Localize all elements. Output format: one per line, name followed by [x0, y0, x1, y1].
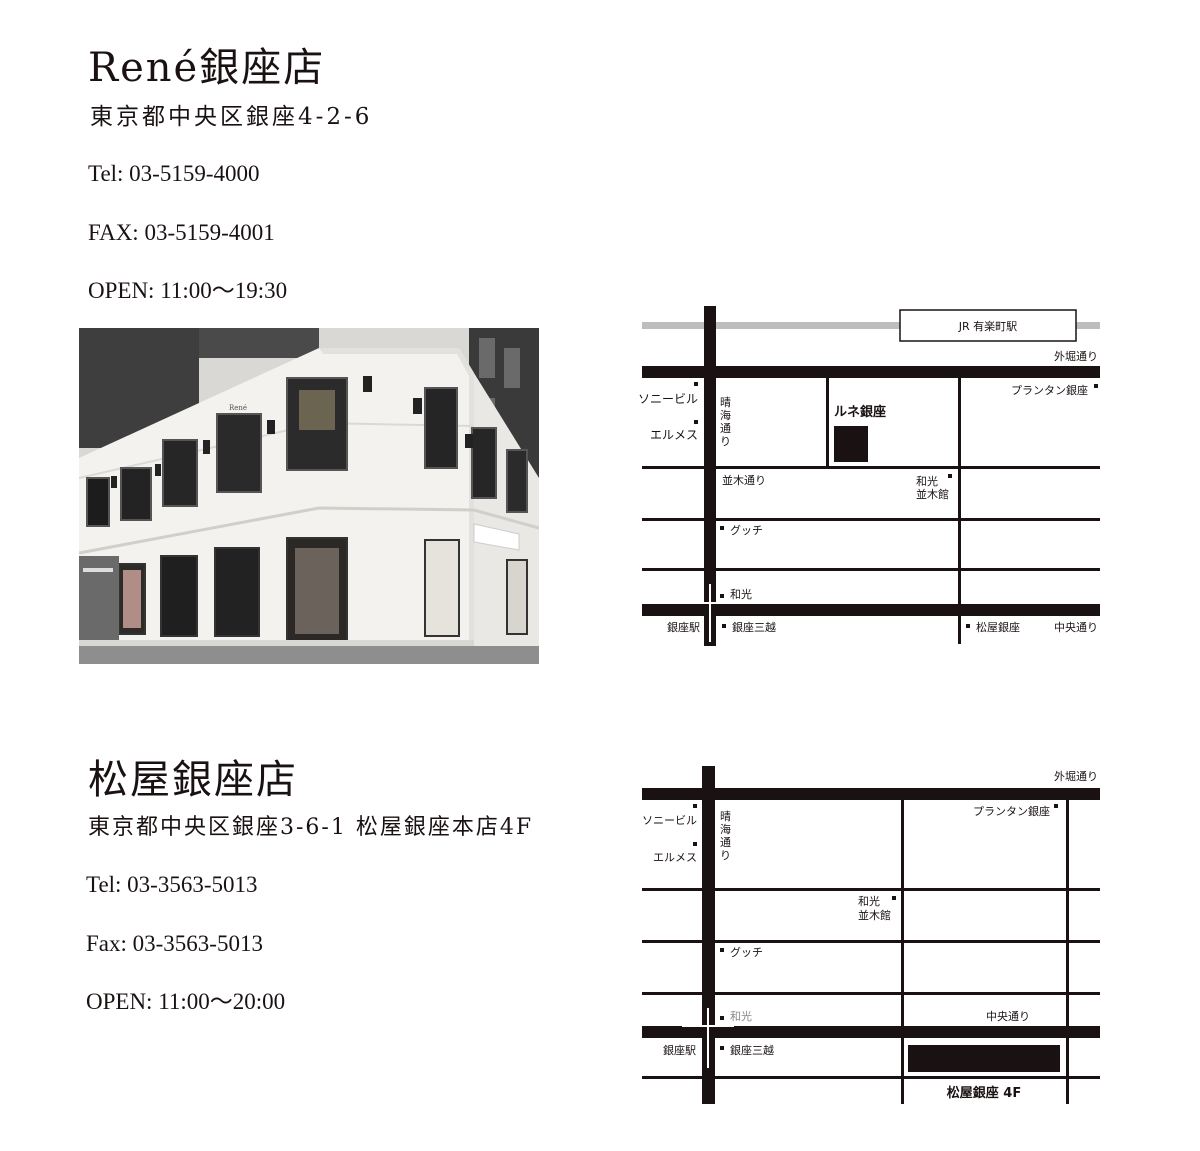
matsuya-store-title: 松屋銀座店 [88, 757, 298, 803]
matsuya-address: 東京都中央区銀座3-6-1 松屋銀座本店4F [88, 815, 534, 840]
matsuya-tel: Tel: 03-3563-5013 [86, 872, 258, 897]
rene-address: 東京都中央区銀座4-2-6 [90, 104, 373, 130]
gucci-label: グッチ [730, 523, 763, 537]
mitsukoshi-label: 銀座三越 [730, 1043, 774, 1057]
printemps-label: プランタン銀座 [973, 804, 1050, 818]
wako-namiki-label-1: 和光 [858, 894, 880, 908]
wako-namiki-label-1: 和光 [916, 474, 938, 488]
sotobori-street [642, 366, 1100, 378]
rene-open-hours: OPEN: 11:00～19:30 [88, 278, 288, 303]
harumi-label: 晴海通り [720, 810, 731, 862]
jr-station-box [899, 309, 1077, 342]
rene-store-label: ルネ銀座 [834, 404, 886, 420]
storefront-illustration: René [79, 328, 539, 664]
wako-label: 和光 [730, 1009, 752, 1023]
wako-namiki-label-2: 並木館 [858, 908, 891, 922]
rene-store-title: René銀座店 [88, 45, 326, 91]
rene-fax: FAX: 03-5159-4001 [88, 220, 275, 245]
matsuya-access-map: 外堀通り 松屋銀座 4F ソニービル エルメス 晴海通り プランタン銀座 和光 … [642, 766, 1100, 1104]
mitsukoshi-label: 銀座三越 [732, 620, 776, 634]
chuo-street [642, 604, 1100, 616]
printemps-label: プランタン銀座 [1011, 383, 1088, 397]
sony-building-label: ソニービル [642, 814, 697, 827]
sotobori-label: 外堀通り [1054, 350, 1098, 363]
matsuya-store-label: 松屋銀座 4F [947, 1085, 1021, 1101]
sony-building-label: ソニービル [638, 392, 698, 406]
chuo-label: 中央通り [986, 1010, 1030, 1023]
ginza-station-label: 銀座駅 [667, 620, 700, 634]
sotobori-street [642, 788, 1100, 800]
hermes-label: エルメス [650, 428, 698, 442]
facade-sign: René [229, 404, 247, 412]
rene-access-map: JR 有楽町駅 外堀通り ルネ銀座 ソニービル エルメス 晴海通り プランタン銀… [638, 306, 1100, 646]
rene-tel: Tel: 03-5159-4000 [88, 161, 260, 186]
jr-railway [642, 322, 1100, 329]
wako-namiki-label-2: 並木館 [916, 487, 949, 501]
chuo-street [642, 1026, 1100, 1038]
gucci-label: グッチ [730, 945, 763, 959]
matsuya-open-hours: OPEN: 11:00～20:00 [86, 989, 286, 1014]
harumi-label: 晴海通り [720, 396, 731, 448]
hermes-label: エルメス [653, 851, 697, 864]
jr-yurakucho-label: JR 有楽町駅 [958, 319, 1017, 333]
harumi-street [704, 306, 716, 646]
ginza-station-label: 銀座駅 [663, 1043, 696, 1057]
matsuya-fax: Fax: 03-3563-5013 [86, 931, 263, 956]
sotobori-label: 外堀通り [1054, 770, 1098, 783]
rene-storefront-photo: René [79, 328, 539, 664]
chuo-label: 中央通り [1054, 621, 1098, 634]
matsuya-label: 松屋銀座 [976, 620, 1020, 634]
harumi-street [702, 766, 715, 1104]
rene-store-marker [834, 426, 868, 462]
matsuya-store-marker [908, 1045, 1060, 1072]
namiki-label: 並木通り [722, 473, 766, 487]
wako-label: 和光 [730, 587, 752, 601]
